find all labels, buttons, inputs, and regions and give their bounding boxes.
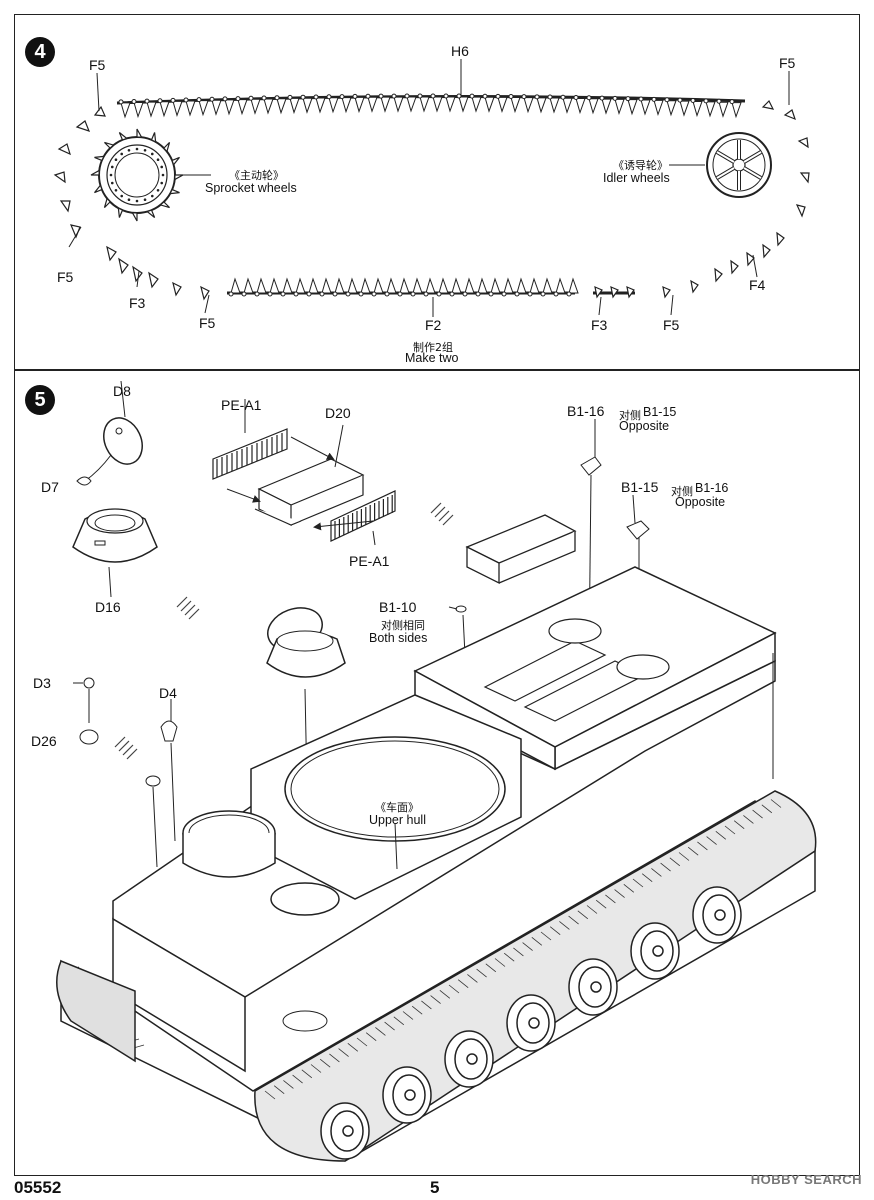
track-assembly-diagram bbox=[53, 59, 810, 317]
label-f5-bottom-right: F5 bbox=[663, 317, 680, 333]
label-f4: F4 bbox=[749, 277, 766, 293]
upper-hull-cn: 《车面》 bbox=[375, 801, 419, 814]
label-pe-a1-bottom: PE-A1 bbox=[349, 553, 390, 569]
b1-16-note-en: Opposite bbox=[619, 419, 670, 433]
label-b1-16: B1-16 bbox=[567, 403, 605, 419]
label-f5-top-left: F5 bbox=[89, 57, 106, 73]
step-5-badge: 5 bbox=[25, 385, 55, 415]
label-f3-left: F3 bbox=[129, 295, 146, 311]
upper-hull-en: Upper hull bbox=[369, 813, 426, 827]
label-f3-right: F3 bbox=[591, 317, 608, 333]
sprocket-label-en: Sprocket wheels bbox=[205, 181, 297, 195]
label-b1-15: B1-15 bbox=[621, 479, 659, 495]
idler-wheel bbox=[706, 132, 772, 198]
idler-label-cn: 《诱导轮》 bbox=[613, 159, 668, 172]
label-d7: D7 bbox=[41, 479, 59, 495]
idler-label-en: Idler wheels bbox=[603, 171, 670, 185]
make-two-cn: 制作2组 bbox=[413, 341, 453, 354]
sprocket-wheel bbox=[90, 128, 184, 222]
make-two-en: Make two bbox=[405, 351, 459, 365]
label-b1-10: B1-10 bbox=[379, 599, 417, 615]
label-h6: H6 bbox=[451, 43, 469, 59]
catalog-number: 05552 bbox=[14, 1178, 62, 1197]
b1-15-note-ref: B1-16 bbox=[695, 481, 729, 495]
b1-10-note-en: Both sides bbox=[369, 631, 428, 645]
step-5-panel: 5 bbox=[14, 370, 860, 1176]
label-d26: D26 bbox=[31, 733, 57, 749]
upper-hull-assembly-diagram bbox=[56, 380, 817, 1162]
label-pe-a1-top: PE-A1 bbox=[221, 397, 262, 413]
watermark: HOBBY SEARCH bbox=[750, 1172, 862, 1187]
label-d8: D8 bbox=[113, 383, 131, 399]
label-f2: F2 bbox=[425, 317, 442, 333]
page-number: 5 bbox=[430, 1178, 440, 1197]
b1-15-note-en: Opposite bbox=[675, 495, 726, 509]
b1-10-note-cn: 对侧相同 bbox=[381, 619, 425, 632]
label-d4: D4 bbox=[159, 685, 177, 701]
sprocket-label-cn: 《主动轮》 bbox=[229, 169, 284, 182]
label-d3: D3 bbox=[33, 675, 51, 691]
step-4-badge: 4 bbox=[25, 37, 55, 67]
label-f5-top-right: F5 bbox=[779, 55, 796, 71]
label-f5-bottom-left: F5 bbox=[199, 315, 216, 331]
label-d16: D16 bbox=[95, 599, 121, 615]
label-f5-left: F5 bbox=[57, 269, 74, 285]
step-4-panel: 4 bbox=[14, 14, 860, 370]
b1-15-note-cn: 对侧 bbox=[671, 485, 693, 498]
label-d20: D20 bbox=[325, 405, 351, 421]
b1-16-note-cn: 对侧 bbox=[619, 409, 641, 422]
b1-16-note-ref: B1-15 bbox=[643, 405, 677, 419]
